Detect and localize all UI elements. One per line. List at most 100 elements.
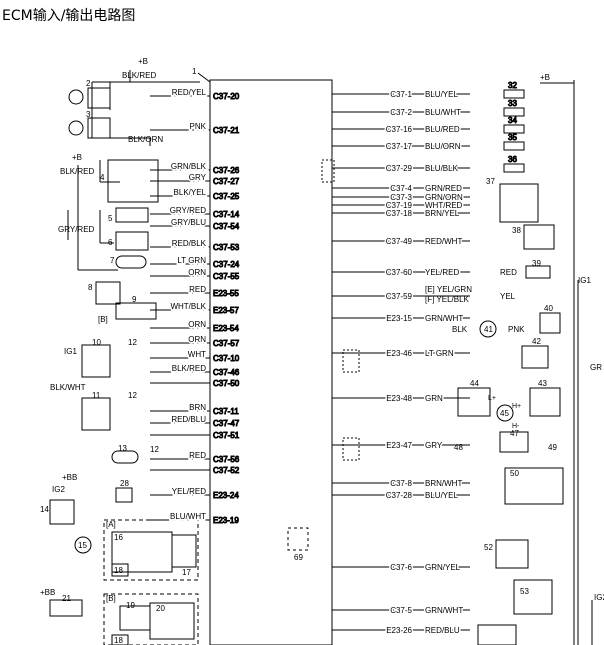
ref-38: 38 <box>512 226 521 235</box>
ecm-pin-label: C37-52 <box>213 466 240 475</box>
component-ref: 33 <box>508 99 517 108</box>
ref-18b: 18 <box>114 636 123 645</box>
switch-14 <box>49 499 75 525</box>
ecm-pin-label: E23-19 <box>213 516 239 525</box>
module-50 <box>504 467 564 505</box>
wire-color-label: GRY <box>189 173 207 182</box>
ref-47: 47 <box>510 429 519 438</box>
wire-f-yel-blk: [F] YEL/BLK <box>425 295 470 304</box>
component-18 <box>111 563 129 577</box>
left-pin-wires: C37-20RED/YELC37-21PNKC37-26GRN/BLKC37-2… <box>150 87 240 526</box>
ref-19: 19 <box>126 601 135 610</box>
variant-a-label: [A] <box>106 520 116 529</box>
ecm-box <box>209 79 333 645</box>
relay-53 <box>513 579 553 615</box>
injector-resistor <box>503 107 525 117</box>
sensor-3-icon <box>68 120 84 136</box>
ref-49: 49 <box>548 443 557 452</box>
ref-7: 7 <box>110 256 115 265</box>
wire-color-label: GRN/BLK <box>171 162 207 171</box>
module-19 <box>119 605 151 631</box>
ref-39: 39 <box>532 259 541 268</box>
wire-color-label: BLK/YEL <box>174 188 207 197</box>
ref-15: 15 <box>78 541 87 550</box>
ecm-pin-label: C37-10 <box>213 354 240 363</box>
ref-9: 9 <box>132 295 137 304</box>
wire-color-label: BLU/RED <box>425 125 460 134</box>
wire-color-label: BLU/WHT <box>170 512 206 521</box>
ecm-pin-label: E23-15 <box>386 314 412 323</box>
wire-color-label: WHT/BLK <box>170 302 206 311</box>
variant-b-box <box>103 593 199 645</box>
relay-54 <box>477 624 517 645</box>
ref-3: 3 <box>86 110 91 119</box>
relay-17 <box>171 534 197 568</box>
motor-h-plus: H+ <box>512 403 521 410</box>
component-ref: 36 <box>508 155 517 164</box>
ref-48: 48 <box>454 443 463 452</box>
ecm-pin-label: C37-19 <box>386 201 413 210</box>
ref-12a: 12 <box>128 338 137 347</box>
ecm-pin-label: C37-47 <box>213 419 240 428</box>
ecm-pin-label: C37-18 <box>386 209 413 218</box>
ref-20: 20 <box>156 604 165 613</box>
ref-6: 6 <box>108 238 113 247</box>
ecm-pin-label: C37-51 <box>213 431 240 440</box>
component-39 <box>525 265 551 279</box>
wire-gr-edge: GR <box>590 363 602 372</box>
wire-color-label: LT GRN <box>425 349 454 358</box>
ig2-right-label: IG2 <box>594 593 604 602</box>
relay-38 <box>523 224 555 250</box>
relay-47 <box>499 431 529 453</box>
ref-44: 44 <box>470 379 479 388</box>
ecm-pin-label: C37-16 <box>386 125 413 134</box>
ecm-pin-label: C37-57 <box>213 339 240 348</box>
wire-color-label: WHT/RED <box>425 201 463 210</box>
ecm-pin-label: C37-60 <box>386 268 413 277</box>
wire-color-label: BLU/ORN <box>425 142 461 151</box>
injector-resistor <box>503 89 525 99</box>
wire-color-label: BLK/RED <box>172 364 206 373</box>
wire-color-label: BLU/YEL <box>425 90 458 99</box>
ecm-pin-label: E23-55 <box>213 289 239 298</box>
ecm-pin-label: C37-55 <box>213 272 240 281</box>
relay-44 <box>457 387 491 417</box>
wire-color-label: RED <box>189 451 206 460</box>
component-69 <box>287 527 309 551</box>
wire-gry-red: GRY/RED <box>58 225 95 234</box>
ecm-pin-label: E23-57 <box>213 306 239 315</box>
ecm-pin-label: C37-5 <box>390 606 412 615</box>
module-20 <box>149 602 195 640</box>
variant-b-label: [B] <box>106 594 116 603</box>
wire-blk-red-left: BLK/RED <box>60 167 94 176</box>
relay-52 <box>495 539 529 569</box>
ig1-right-label: IG1 <box>578 276 591 285</box>
ecm-pin-label: C37-6 <box>390 563 412 572</box>
ref-17: 17 <box>182 568 191 577</box>
wire-blk-red-top: BLK/RED <box>122 71 156 80</box>
wire-color-label: RED/BLK <box>172 239 207 248</box>
sensor-13 <box>111 450 139 464</box>
plus-b-top: +B <box>138 57 148 66</box>
ref-4: 4 <box>100 173 105 182</box>
ref-43: 43 <box>538 379 547 388</box>
lamp-41-icon <box>479 320 497 338</box>
sensor-2-icon <box>68 89 84 105</box>
wire-color-label: RED/BLU <box>425 626 460 635</box>
wire-color-label: BRN <box>189 403 206 412</box>
wire-color-label: GRN/RED <box>425 184 462 193</box>
ref-2: 2 <box>86 79 91 88</box>
sensor-10 <box>81 344 111 378</box>
motor-15-icon <box>74 536 92 554</box>
wire-blk-orn: BLK/ORN <box>128 135 163 144</box>
ref-69: 69 <box>294 553 303 562</box>
injector-resistor <box>503 124 525 134</box>
component-ref: 35 <box>508 133 517 142</box>
wire-blk-wht: BLK/WHT <box>50 383 86 392</box>
ecm-pin-label: C37-14 <box>213 210 240 219</box>
plus-bb-21: +BB <box>40 588 55 597</box>
plus-bb-14: +BB <box>62 473 77 482</box>
ecm-pin-label: E23-48 <box>386 394 412 403</box>
